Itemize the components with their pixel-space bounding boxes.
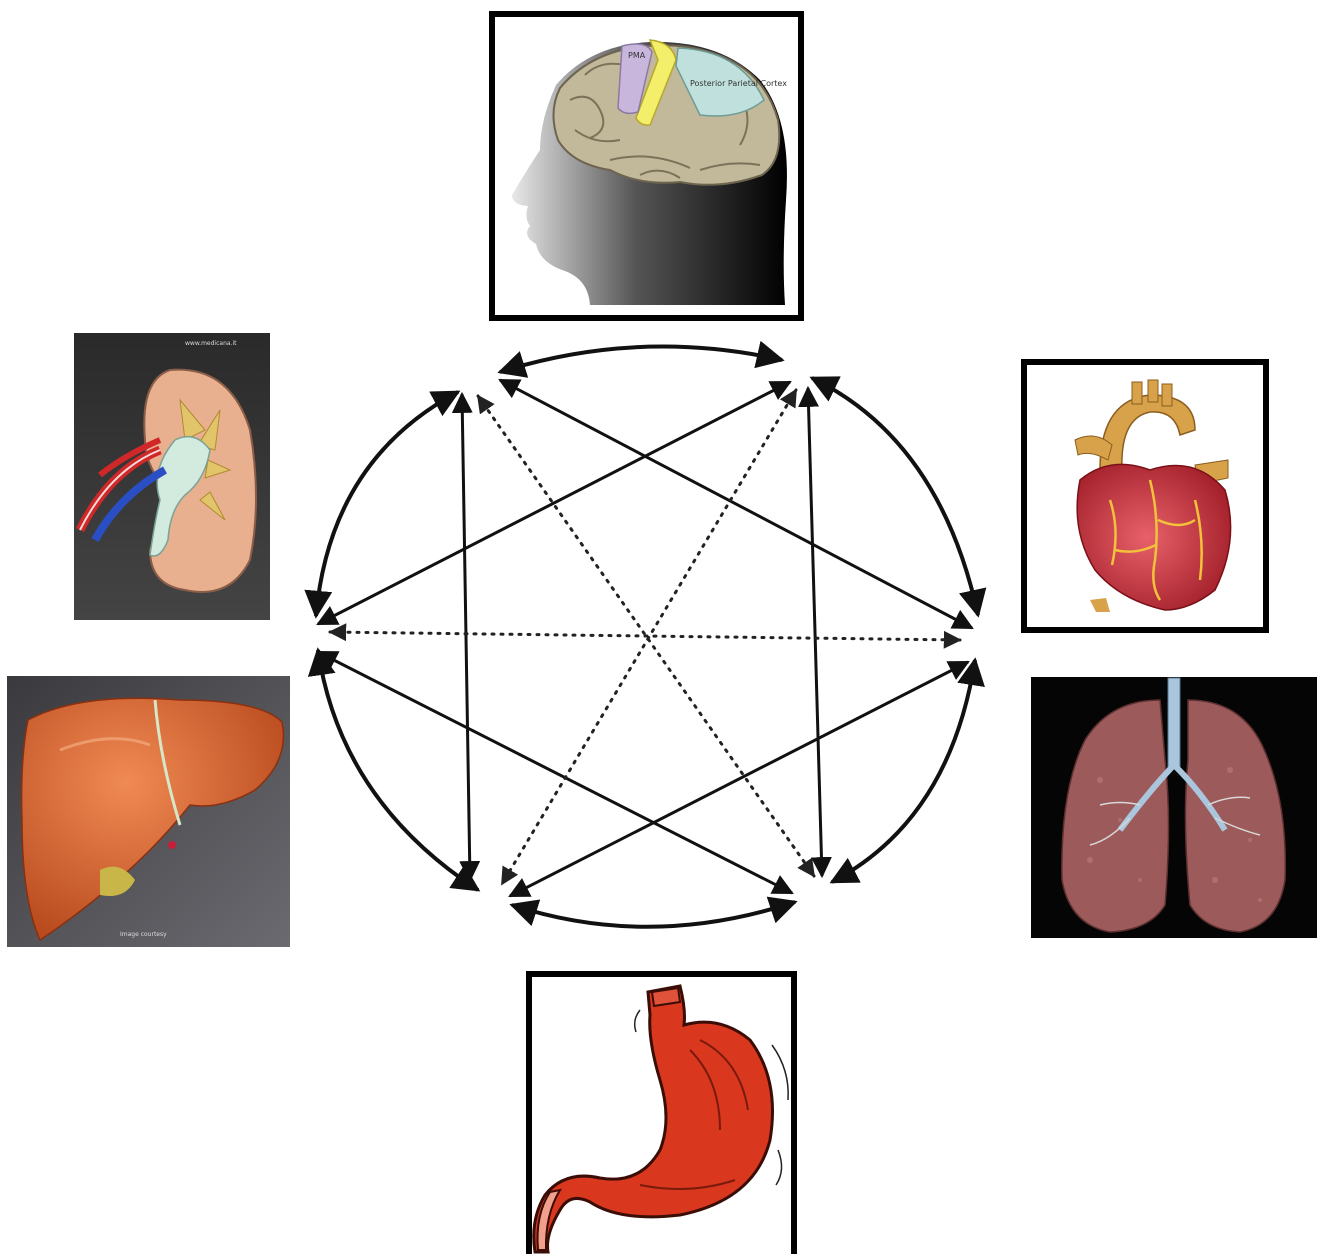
arc-top-left — [316, 392, 458, 616]
kidney-watermark: www.medicana.it — [185, 340, 237, 347]
brain-label-pma: PMA — [628, 51, 646, 60]
liver-panel: Image courtesy — [7, 676, 290, 947]
arrow-right-bl — [510, 662, 968, 896]
lungs-panel — [1031, 677, 1317, 938]
arc-top — [500, 347, 782, 372]
arc-bottom-left — [318, 650, 478, 890]
arrow-left-vertical — [462, 394, 470, 880]
arc-bottom — [512, 902, 795, 927]
arrow-tr-left — [318, 382, 790, 624]
arc-top-right — [812, 378, 978, 615]
kidney-panel: www.medicana.it — [74, 333, 270, 620]
arrow-right-vertical — [808, 388, 822, 876]
brain-label-parietal: Posterior Parietal Cortex — [690, 79, 787, 88]
arrow-tl-br — [500, 380, 972, 628]
brain-panel: PMA Posterior Parietal Cortex — [492, 14, 801, 318]
heart-panel — [1024, 362, 1266, 630]
arrow-left-br — [318, 652, 792, 893]
connector-network — [316, 347, 978, 927]
liver-watermark: Image courtesy — [120, 931, 167, 938]
stomach-panel — [529, 974, 794, 1254]
